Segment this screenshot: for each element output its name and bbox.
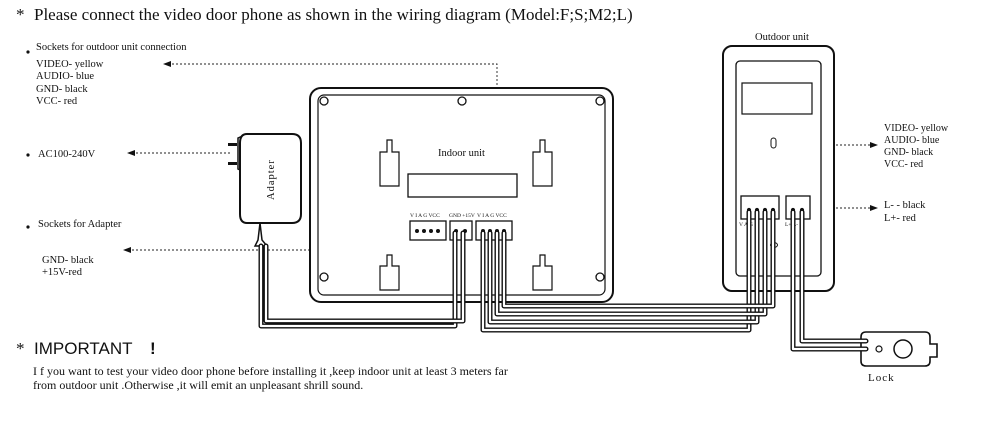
adapter-sockets-line-1: GND- black xyxy=(42,255,94,266)
title-bullet: * xyxy=(16,5,25,24)
outdoor-sockets-line-1: VIDEO- yellow xyxy=(36,59,104,70)
adapter-sockets-label-group: Sockets for Adapter GND- black +15V-red xyxy=(26,219,122,278)
outdoor-signal-line-1: VIDEO- yellow xyxy=(884,123,949,134)
outdoor-sockets-label-group: Sockets for outdoor unit connection VIDE… xyxy=(26,42,187,107)
outdoor-right-labels: VIDEO- yellow AUDIO- blue GND- black VCC… xyxy=(884,123,949,224)
adapter-label: Adapter xyxy=(266,159,277,200)
adapter-prong xyxy=(228,162,237,165)
arrow-left-icon xyxy=(127,150,135,156)
outdoor-unit-camera-window xyxy=(741,82,813,115)
indoor-pin-labels-right: V I A G VCC xyxy=(477,213,507,219)
indoor-terminal-spare xyxy=(409,220,447,241)
important-note-line-2: from outdoor unit .Otherwise ,it will em… xyxy=(33,378,363,392)
outdoor-sockets-heading: Sockets for outdoor unit connection xyxy=(36,42,187,53)
outdoor-signal-line-4: VCC- red xyxy=(884,159,923,170)
screw-hole-icon xyxy=(319,96,329,106)
lock-cylinder-icon xyxy=(893,339,913,359)
important-mark: ! xyxy=(150,339,156,358)
important-note-line-1: I f you want to test your video door pho… xyxy=(33,364,508,378)
wires xyxy=(258,209,869,352)
screw-hole-icon xyxy=(595,96,605,106)
outdoor-unit-slot xyxy=(770,137,777,149)
outdoor-signal-line-2: AUDIO- blue xyxy=(884,135,940,146)
lock-label: Lock xyxy=(868,372,895,384)
outdoor-unit-inner-frame xyxy=(735,60,822,277)
mount-hook-icon xyxy=(379,139,400,187)
leader-outdoor-sockets xyxy=(168,63,498,168)
arrow-right-icon xyxy=(870,142,878,148)
outdoor-sockets-line-2: AUDIO- blue xyxy=(36,71,94,82)
bullet-dot-icon xyxy=(26,225,30,229)
arrow-left-icon xyxy=(123,247,131,253)
bullet-dot-icon xyxy=(26,50,30,54)
important-bullet: * xyxy=(16,339,25,358)
outdoor-unit: Outdoor unit V A G C L+ L- xyxy=(722,32,835,292)
outdoor-signal-line-3: GND- black xyxy=(884,147,933,158)
screw-hole-icon xyxy=(319,272,329,282)
bullet-dot-icon xyxy=(26,153,30,157)
indoor-pin-labels-left: V I A G VCC xyxy=(410,213,440,219)
lock-screw-icon xyxy=(875,345,883,353)
outdoor-lock-line-2: L+- red xyxy=(884,213,917,224)
mount-hook-icon xyxy=(532,254,553,291)
arrow-right-icon xyxy=(870,205,878,211)
important-note: * IMPORTANT ! I f you want to test your … xyxy=(16,339,508,392)
power-adapter: Adapter xyxy=(228,132,302,247)
page-title: Please connect the video door phone as s… xyxy=(34,5,633,24)
mount-hook-icon xyxy=(532,139,553,187)
adapter-body xyxy=(239,133,302,224)
indoor-mount-hooks xyxy=(379,139,553,291)
mount-hook-icon xyxy=(379,254,400,291)
outdoor-unit-label: Outdoor unit xyxy=(755,32,809,43)
adapter-sockets-heading: Sockets for Adapter xyxy=(38,219,122,230)
indoor-screw-holes xyxy=(319,96,605,282)
electric-lock: Lock xyxy=(860,331,938,384)
adapter-sockets-line-2: +15V-red xyxy=(42,267,83,278)
screw-hole-icon xyxy=(595,272,605,282)
outdoor-sockets-line-3: GND- black xyxy=(36,84,88,95)
outdoor-lock-line-1: L- - black xyxy=(884,200,926,211)
adapter-cable-strain-relief xyxy=(253,222,269,247)
indoor-unit-display-slot xyxy=(407,173,518,198)
outdoor-terminal-lock xyxy=(785,195,811,220)
ac-label-group: AC100-240V xyxy=(26,149,96,160)
arrow-left-icon xyxy=(163,61,171,67)
ac-voltage-label: AC100-240V xyxy=(38,149,96,160)
adapter-prong xyxy=(228,143,237,146)
important-heading: IMPORTANT xyxy=(34,339,133,358)
outdoor-sockets-line-4: VCC- red xyxy=(36,96,78,107)
indoor-unit-label: Indoor unit xyxy=(438,148,485,159)
indoor-pin-labels-mid: GND +15V xyxy=(449,213,475,219)
screw-hole-icon xyxy=(457,96,467,106)
